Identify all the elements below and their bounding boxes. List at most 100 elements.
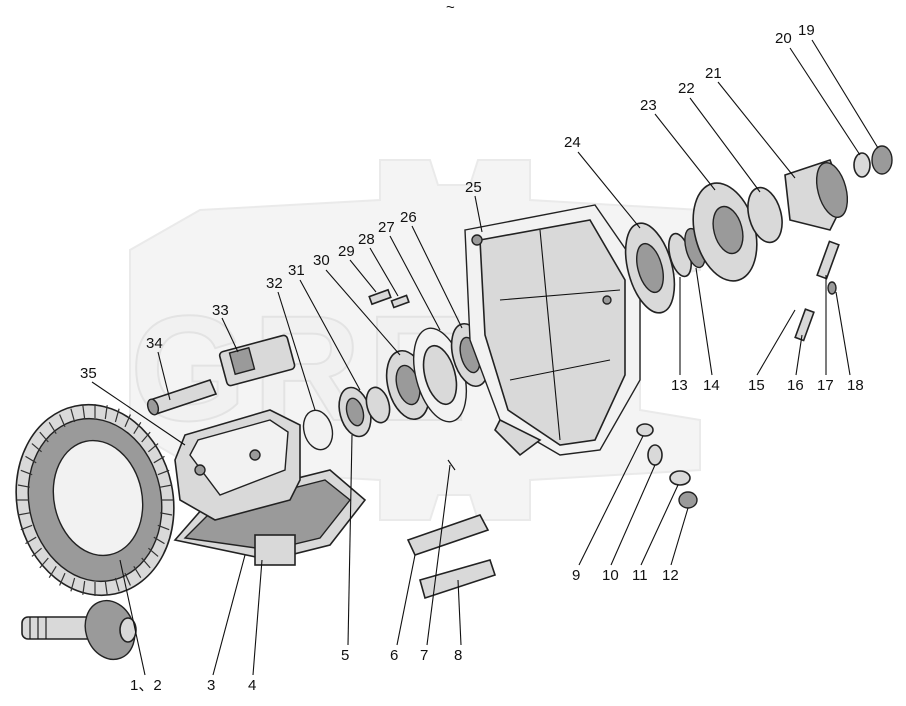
leader-line-c25	[474, 195, 483, 233]
callout-label-c18: 18	[847, 377, 864, 394]
ring-gear-tooth	[31, 547, 42, 557]
leader-line-c32	[277, 291, 316, 411]
differential-case-lower	[173, 469, 367, 566]
leader-line-c18	[835, 291, 851, 376]
ring-gear-tooth	[124, 414, 131, 428]
ring-gear-tooth	[25, 536, 37, 545]
leader-line-c21	[717, 81, 796, 179]
ring-gear-tooth	[114, 577, 120, 592]
callout-label-c25: 25	[465, 179, 482, 196]
ring-gear-tooth	[141, 557, 151, 569]
callout-label-c14: 14	[703, 377, 720, 394]
ring-gear-tooth	[39, 557, 49, 569]
callout-label-c23: 23	[640, 97, 657, 114]
ring-gear-tooth	[25, 455, 37, 464]
ring-gear	[15, 403, 175, 597]
leader-line-c5	[347, 434, 353, 646]
pinion-shaft	[21, 599, 137, 661]
housing	[464, 204, 641, 457]
flange-24	[624, 222, 676, 314]
ring-gear-teeth	[17, 404, 173, 596]
carrier-parts-6-8	[406, 459, 497, 600]
leader-line-c27	[389, 235, 441, 331]
leader-line-c20	[789, 47, 861, 156]
leader-line-c10	[610, 464, 656, 566]
callout-label-c3: 3	[207, 677, 215, 694]
leader-line-c6	[396, 554, 416, 646]
callout-label-c33: 33	[212, 302, 229, 319]
callout-label-c19: 19	[798, 22, 815, 39]
callout-label-c15: 15	[748, 377, 765, 394]
leader-line-c23	[654, 113, 716, 191]
ring-gear-tooth	[104, 580, 108, 595]
callout-label-c12: 12	[662, 567, 679, 584]
callout-label-c11: 11	[632, 567, 648, 584]
ring-gear-tooth	[39, 431, 49, 443]
leader-line-c35	[91, 381, 186, 446]
ring-gear-tooth	[104, 405, 108, 420]
leader-line-c31	[299, 279, 361, 391]
callout-label-c7: 7	[420, 647, 428, 664]
output-flange	[784, 158, 849, 231]
callout-label-c31: 31	[288, 262, 305, 279]
bolts-15-18	[794, 240, 840, 342]
leader-line-c3	[212, 554, 246, 676]
leader-line-c24	[577, 151, 641, 229]
leader-line-c1	[119, 559, 146, 676]
leader-line-c28	[369, 247, 399, 297]
ring-22	[747, 186, 783, 244]
leader-line-c15	[756, 309, 796, 376]
callout-label-c8: 8	[454, 647, 462, 664]
callout-label-c4: 4	[248, 677, 256, 694]
callout-label-c29: 29	[338, 243, 355, 260]
ring-gear-tooth	[157, 524, 170, 531]
ring-gear-tooth	[153, 455, 165, 464]
ring-gear-tooth	[48, 421, 57, 435]
callout-label-c13: 13	[671, 377, 688, 394]
ring-gear-tooth	[153, 536, 165, 545]
ring-gear-tooth	[82, 580, 86, 595]
ring-gear-tooth	[148, 547, 159, 557]
ring-gear-tooth	[31, 443, 42, 453]
callout-label-c20: 20	[775, 30, 792, 47]
callout-label-c22: 22	[678, 80, 695, 97]
ring-gear-tooth	[160, 484, 173, 488]
bearing-5	[338, 386, 391, 438]
leader-line-c12	[670, 507, 689, 566]
callout-label-c26: 26	[400, 209, 417, 226]
top-mark: ~	[446, 0, 455, 16]
leader-line-c14	[695, 267, 713, 376]
leader-line-c19	[811, 39, 879, 149]
callout-label-c28: 28	[358, 231, 375, 248]
leader-line-c8	[457, 579, 462, 646]
callout-label-c35: 35	[80, 365, 97, 382]
leader-line-c22	[689, 97, 761, 193]
callout-label-c10: 10	[602, 567, 619, 584]
differential-case-upper	[174, 409, 301, 521]
leader-line-c30	[325, 269, 401, 356]
ring-gear-tooth	[17, 512, 30, 516]
callout-label-c21: 21	[705, 65, 722, 82]
snap-ring	[302, 409, 334, 451]
leader-line-c7	[426, 464, 451, 646]
callout-label-c32: 32	[266, 275, 283, 292]
planet-gear	[218, 334, 296, 387]
callout-label-c9: 9	[572, 567, 580, 584]
ring-gear-tooth	[70, 408, 76, 423]
leader-line-c26	[411, 225, 463, 329]
ring-gear-tooth	[141, 431, 151, 443]
callout-label-c27: 27	[378, 219, 395, 236]
callout-label-c1: 1、2	[130, 677, 162, 694]
nut-washer-19-20	[853, 145, 893, 178]
ring-gear-tooth	[20, 469, 33, 476]
callout-label-c34: 34	[146, 335, 163, 352]
leader-line-c33	[221, 317, 239, 353]
leader-line-c16	[795, 334, 803, 376]
leader-line-c11	[640, 484, 679, 566]
callout-label-c30: 30	[313, 252, 330, 269]
ring-gear-tooth	[17, 484, 30, 488]
callout-label-c24: 24	[564, 134, 581, 151]
ring-gear-tooth	[133, 565, 142, 579]
